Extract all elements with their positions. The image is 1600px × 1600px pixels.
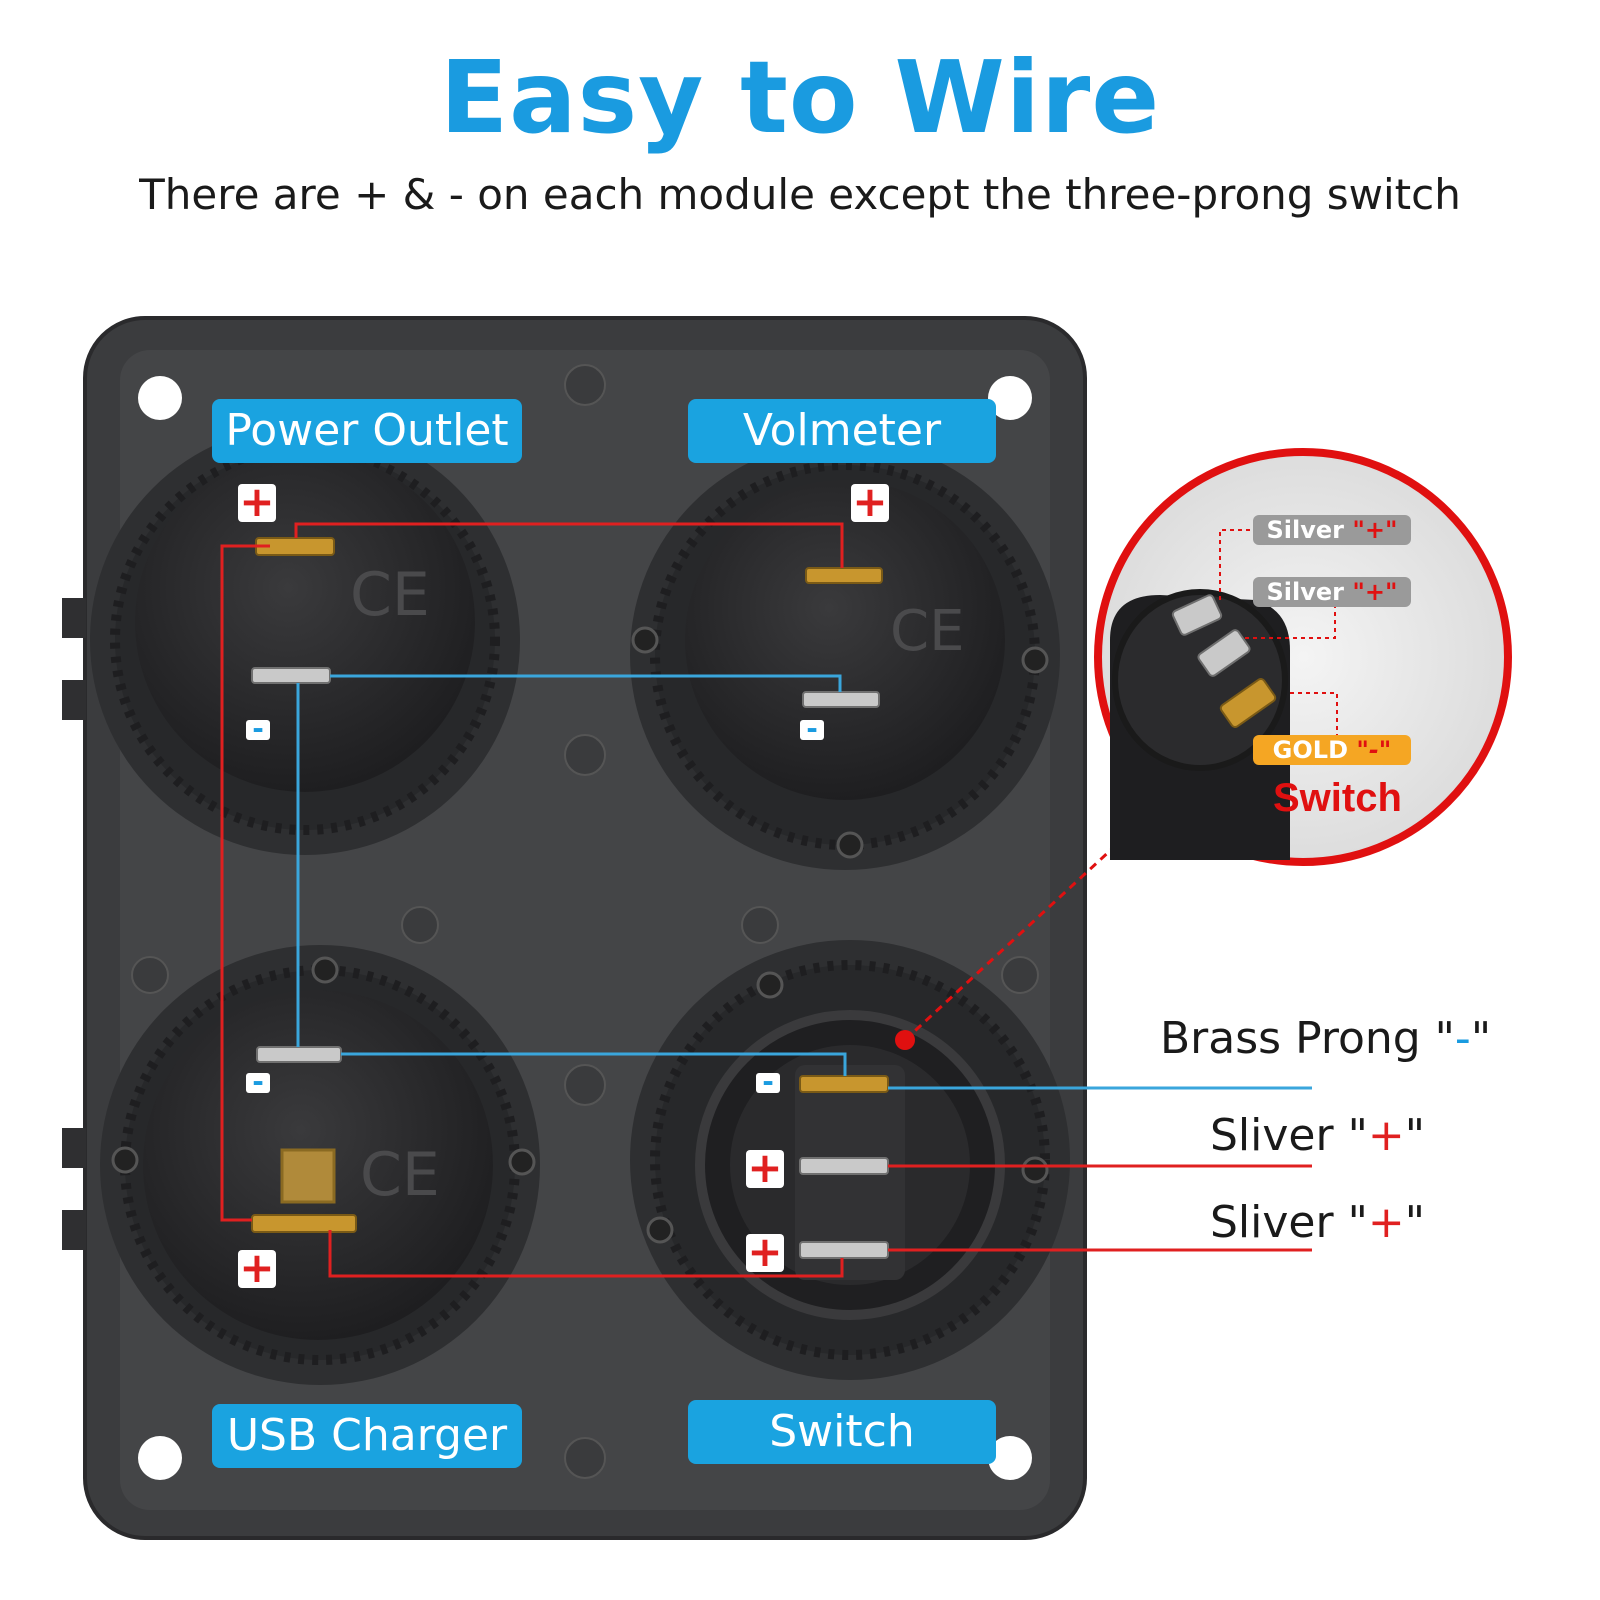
zoom-tag-gold: GOLD "-" xyxy=(1253,735,1411,765)
prong-label-text: Brass Prong " xyxy=(1160,1013,1455,1064)
minus-marker-bg xyxy=(756,1073,780,1093)
prong-label-end: " xyxy=(1404,1110,1425,1161)
prong-label-text: Sliver " xyxy=(1210,1110,1368,1161)
positive-wires xyxy=(220,522,1312,1278)
plus-marker-bg xyxy=(238,1250,276,1288)
page-subtitle: There are + & - on each module except th… xyxy=(139,170,1461,219)
plus-marker-bg xyxy=(238,484,276,522)
label-switch: Switch xyxy=(688,1400,996,1464)
mount-hole-bl xyxy=(138,1436,182,1480)
module-usb-charger: CE xyxy=(100,945,540,1385)
minus-marker: - xyxy=(252,712,264,745)
prong-gold xyxy=(799,1075,889,1093)
plus-marker: + xyxy=(852,477,887,526)
prong-silver xyxy=(799,1241,889,1259)
svg-text:CE: CE xyxy=(890,599,964,664)
prong-silver xyxy=(799,1157,889,1175)
zoom-tag-sign: "-" xyxy=(1356,736,1392,764)
prong-label-end: " xyxy=(1404,1197,1425,1248)
prong-label-silver-1: Sliver "+" xyxy=(1210,1110,1425,1161)
plus-marker-bg xyxy=(851,484,889,522)
svg-text:CE: CE xyxy=(360,1140,440,1210)
mount-hole-tl xyxy=(138,376,182,420)
plus-marker: + xyxy=(747,1227,782,1276)
label-voltmeter: Volmeter xyxy=(688,399,996,463)
prong-silver xyxy=(256,1046,342,1063)
prong-gold xyxy=(805,567,883,584)
negative-wires xyxy=(296,674,1312,1090)
prong-label-sign: - xyxy=(1454,1013,1471,1064)
panel-dimple xyxy=(564,364,606,406)
mount-hole-br xyxy=(988,1436,1032,1480)
panel-dimple xyxy=(401,906,439,944)
zoom-tag-text: GOLD xyxy=(1272,736,1357,764)
minus-marker-bg xyxy=(246,720,270,740)
panel-dimple xyxy=(564,734,606,776)
prong-label-text: Sliver " xyxy=(1210,1197,1368,1248)
panel-dimple xyxy=(564,1064,606,1106)
zoom-tag-silver-2: Silver "+" xyxy=(1253,577,1411,607)
prong-label-end: " xyxy=(1470,1013,1492,1064)
module-power-outlet: CE xyxy=(90,425,520,855)
panel-dimple xyxy=(741,906,779,944)
page-title: Easy to Wire xyxy=(439,39,1161,156)
plus-marker: + xyxy=(239,1243,274,1292)
prong-label-sign: + xyxy=(1367,1197,1405,1248)
prong-label-sign: + xyxy=(1367,1110,1405,1161)
side-tab xyxy=(62,1210,86,1250)
prong-label-silver-2: Sliver "+" xyxy=(1210,1197,1425,1248)
prong-label-brass: Brass Prong "-" xyxy=(1160,1013,1491,1064)
zoom-tag-silver-1: Silver "+" xyxy=(1253,515,1411,545)
zoom-tag-text: Silver xyxy=(1266,578,1353,606)
zoom-tag-text: Silver xyxy=(1266,516,1353,544)
minus-marker: - xyxy=(806,712,818,745)
panel-dimple xyxy=(1001,956,1039,994)
minus-marker-bg xyxy=(800,720,824,740)
module-voltmeter: CE xyxy=(630,440,1060,870)
mount-hole-tr xyxy=(988,376,1032,420)
prong-silver xyxy=(802,691,880,708)
side-tab xyxy=(62,598,86,638)
prong-silver xyxy=(251,667,331,684)
label-usb-charger: USB Charger xyxy=(212,1404,522,1468)
svg-text:CE: CE xyxy=(350,560,430,630)
plus-marker-bg xyxy=(746,1150,784,1188)
minus-marker: - xyxy=(762,1065,774,1098)
plus-marker: + xyxy=(239,477,274,526)
prong-gold xyxy=(251,1214,357,1233)
zoom-tag-sign: "+" xyxy=(1352,578,1398,606)
plus-marker-bg xyxy=(746,1234,784,1272)
zoom-title: Switch xyxy=(1273,776,1402,820)
side-tab xyxy=(62,1128,86,1168)
side-tab xyxy=(62,680,86,720)
zoom-tag-sign: "+" xyxy=(1352,516,1398,544)
label-power-outlet: Power Outlet xyxy=(212,399,522,463)
panel-dimple xyxy=(131,956,169,994)
plus-marker: + xyxy=(747,1143,782,1192)
minus-marker-bg xyxy=(246,1073,270,1093)
callout-point xyxy=(895,1030,915,1050)
minus-marker: - xyxy=(252,1065,264,1098)
panel-dimple xyxy=(564,1437,606,1479)
